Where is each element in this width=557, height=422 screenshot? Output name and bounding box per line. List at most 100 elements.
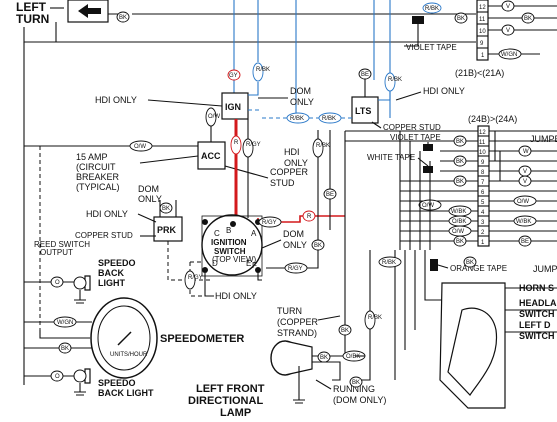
pin-v: V (506, 4, 510, 10)
connector-24-label: (24B)>(24A) (468, 114, 517, 124)
pin-24-9: 9 (481, 160, 485, 166)
orange-tape-marker (430, 259, 438, 271)
wire-code-r-bk-lower: R/BK (382, 260, 396, 266)
pin-d: D (212, 259, 218, 268)
violet-tape-mid-label: VIOLET TAPE (390, 133, 441, 142)
wire-code-o-w-acc: O/W (134, 144, 146, 150)
hdi-only-label-3b: ONLY (284, 158, 308, 168)
speedo-back-light-label-1b: BACK (98, 268, 124, 278)
wire-code-r-bk-lamp: R/BK (368, 315, 382, 321)
wire-code-bk-speedo: BK (61, 346, 69, 352)
wire-code-bk-mid: BK (314, 243, 322, 249)
copper-stud-acc-label-1: COPPER (270, 167, 309, 177)
wire-code-o-w-right-3: O/W (452, 229, 464, 235)
left-turn-label-2: TURN (16, 12, 49, 26)
pin-24-10: 10 (479, 150, 486, 156)
pin-24-4: 4 (481, 210, 485, 216)
turn-label-2: (COPPER (277, 317, 319, 327)
running-label-1: RUNNING (333, 384, 375, 394)
pin-24-1: 1 (481, 240, 485, 246)
white-tape-label: WHITE TAPE (367, 153, 415, 162)
acc-label: ACC (201, 151, 221, 161)
pin-b: B (226, 226, 231, 235)
wire-code-w-gn: W/GN (57, 320, 73, 326)
wire-code-o-w-right-1: O/W (422, 203, 434, 209)
wire-code-o-2: O (55, 374, 60, 380)
wire-code-r-gy-4: R/GY (262, 220, 277, 226)
wire-code-r-gy-mid: R/GY (288, 266, 303, 272)
wire-code-w-gn-top: W/GN (501, 52, 517, 58)
wire-code-o-w-right-2: O/W (517, 199, 529, 205)
dom-only-label-3a: DOM (283, 229, 304, 239)
wire-code-r-bk-dash1: R/BK (290, 116, 304, 122)
lfdl-label-3: LAMP (220, 407, 251, 419)
wire-code-bk-right-1: BK (456, 139, 464, 145)
pin-v2: V (506, 28, 510, 34)
breaker-label-3: BREAKER (76, 172, 120, 182)
wire-code-r-ign: R (234, 140, 239, 146)
copper-stud-prk-label: COPPER STUD (75, 231, 133, 240)
speedometer-label: SPEEDOMETER (160, 333, 244, 345)
wire-code-be-lts: BE (361, 72, 369, 78)
left-turn-label-1: LEFT (16, 0, 47, 14)
pin-12: 12 (479, 5, 486, 11)
pin-f: F (252, 261, 257, 270)
orange-tape-label: ORANGE TAPE (450, 264, 507, 273)
wire-code-bk-lamp: BK (341, 328, 349, 334)
hdi-only-label-5: HDI ONLY (215, 291, 257, 301)
speedo-back-light-label-2b: BACK LIGHT (98, 388, 154, 398)
speedo-back-light-label-1a: SPEEDO (98, 258, 136, 268)
pin-24-5: 5 (481, 200, 485, 206)
pin-24-2: 2 (481, 230, 485, 236)
pin-24-11: 11 (479, 140, 486, 146)
turn-label-1: TURN (277, 306, 302, 316)
wire-code-be-mid: BE (326, 192, 334, 198)
pin-24-7: 7 (481, 180, 485, 186)
copper-stud-acc-label-2: STUD (270, 178, 295, 188)
hdi-only-label-3a: HDI (284, 147, 300, 157)
ignition-label-1: IGNITION (211, 238, 247, 247)
hdi-only-label-2: HDI ONLY (423, 86, 465, 96)
wire-code-bk-turn: BK (320, 355, 328, 361)
wire-code-gy-ign: GY (229, 73, 238, 79)
switch-grip (447, 307, 498, 396)
pin-24-12: 12 (479, 130, 486, 136)
wire-code-o-w-side: O/W (208, 114, 220, 120)
pin-11: 11 (479, 17, 486, 23)
ignition-label-2: SWITCH (214, 247, 246, 256)
wire-code-bk-right-3: BK (456, 179, 464, 185)
jumper-label-2: JUMP (533, 264, 557, 274)
dom-only-label-2b: ONLY (138, 194, 162, 204)
wire-code-w-right: W (523, 149, 529, 155)
wire-code-bk-lower: BK (456, 239, 464, 245)
left-d-label-1: LEFT D (519, 320, 551, 330)
white-tape-marker (423, 166, 433, 173)
breaker-label-2: (CIRCUIT (76, 162, 116, 172)
wire-code-v-right-2: V (523, 179, 527, 185)
speedometer-gauge: UNITS/HOUR (90, 297, 158, 379)
wire-code-r-switch: R (307, 214, 312, 220)
dom-only-label-2a: DOM (138, 184, 159, 194)
wire-code-r-gy-ign: R/GY (246, 142, 261, 148)
ignition-switch: C B A D E F IGNITION SWITCH (TOP VIEW) (201, 214, 263, 277)
wire-code-o-bk: O/BK (346, 354, 360, 360)
speedo-back-light-label-1c: LIGHT (98, 278, 125, 288)
hdi-only-label-1: HDI ONLY (95, 95, 137, 105)
reed-switch-label-1: REED SWITCH (34, 240, 90, 249)
wire-code-o: O (55, 280, 60, 286)
wire-code-w-bk-right-2: W/BK (516, 219, 531, 225)
lfdl-label-2: DIRECTIONAL (188, 395, 263, 407)
lfdl-label-1: LEFT FRONT (196, 383, 265, 395)
pin-9: 9 (480, 41, 484, 47)
violet-tape-top-label: VIOLET TAPE (406, 43, 457, 52)
hdi-only-label-4: HDI ONLY (86, 209, 128, 219)
dom-only-label-3b: ONLY (283, 240, 307, 250)
jumper-label-1: JUMPE (530, 134, 557, 144)
left-arrow-icon (78, 4, 101, 18)
dom-only-label-1b: ONLY (290, 97, 314, 107)
pin-24-6: 6 (481, 190, 485, 196)
ignition-label-3: (TOP VIEW) (212, 255, 256, 264)
wire-code-oval (116, 11, 130, 23)
